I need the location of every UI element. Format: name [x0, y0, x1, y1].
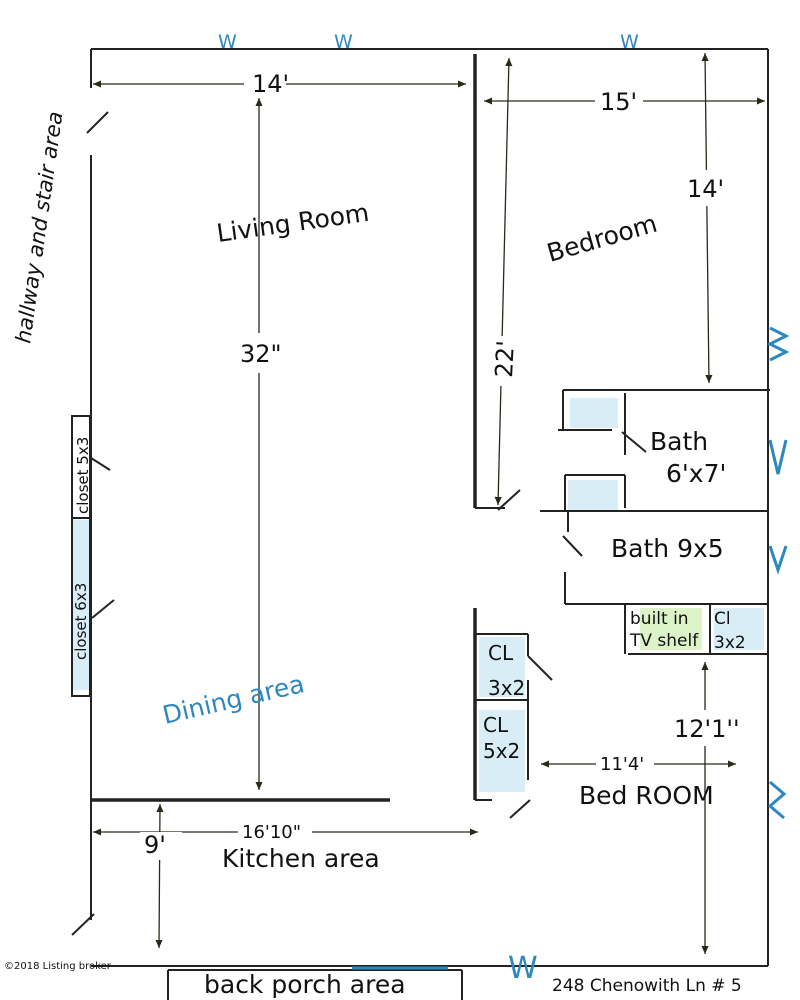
bath-2-fixture	[568, 480, 618, 510]
closet-3x2-right-fill	[714, 608, 764, 650]
label-bed-room: Bed ROOM	[579, 781, 714, 810]
label-back-porch: back porch area	[204, 970, 406, 999]
back-porch-step	[167, 966, 463, 1000]
window-zigzag-4	[767, 780, 787, 820]
cl-3x2-fill	[479, 637, 525, 697]
dim-bed-room-length: 12'1''	[674, 715, 740, 743]
interior-walls	[92, 54, 770, 819]
dim-bed-room-width: 11'4'	[600, 754, 644, 775]
dim-living-width: 14'	[252, 70, 289, 98]
dim-kitchen-depth: 9'	[144, 831, 166, 859]
label-bath-1: Bath	[650, 427, 708, 456]
closet-strip	[71, 415, 115, 697]
address-text: 248 Chenowith Ln # 5	[552, 976, 742, 996]
dim-kitchen-width: 16'10"	[242, 822, 301, 843]
label-closet-right-1: Cl	[714, 609, 731, 629]
dimension-arrows	[93, 52, 765, 954]
dim-hall-length: 22'	[490, 340, 520, 379]
outer-walls	[71, 48, 769, 967]
dim-bedroom-depth: 14'	[687, 175, 724, 203]
copyright-text: ©2018 Listing broker	[4, 961, 112, 972]
label-cl-a-1: CL	[488, 641, 514, 665]
label-kitchen-area: Kitchen area	[222, 844, 380, 873]
label-closet-5x3: closet 5x3	[74, 437, 92, 514]
label-bath-1-size: 6'x7'	[666, 459, 726, 488]
dim-living-length: 32"	[240, 340, 282, 368]
label-cl-a-2: 3x2	[488, 676, 525, 700]
bath-1-fixture	[570, 398, 618, 428]
window-label-3: W	[620, 31, 639, 53]
window-zigzag-3	[768, 545, 788, 575]
label-bath-2: Bath 9x5	[611, 534, 724, 563]
tv-shelf-fill	[640, 608, 702, 650]
window-zigzag-2	[768, 439, 788, 475]
label-cl-b-1: CL	[483, 713, 509, 737]
label-dining-area: Dining area	[160, 669, 307, 730]
label-tv-shelf: TV shelf	[629, 631, 699, 651]
label-closet-right-2: 3x2	[714, 633, 746, 653]
closet-strip-fill	[73, 520, 89, 690]
label-bedroom: Bedroom	[544, 209, 661, 268]
label-cl-b-2: 5x2	[483, 739, 520, 763]
cl-5x2-fill	[479, 710, 525, 792]
window-label-2: W	[334, 31, 353, 53]
label-living-room: Living Room	[215, 198, 371, 248]
label-closet-6x3: closet 6x3	[72, 583, 90, 660]
window-zigzag-1	[766, 326, 790, 362]
window-label-4: W	[508, 951, 538, 986]
label-built-in: built in	[630, 609, 689, 629]
label-hallway: hallway and stair area	[11, 110, 67, 345]
window-label-1: W	[218, 31, 237, 53]
dim-bedroom-width: 15'	[600, 88, 637, 116]
